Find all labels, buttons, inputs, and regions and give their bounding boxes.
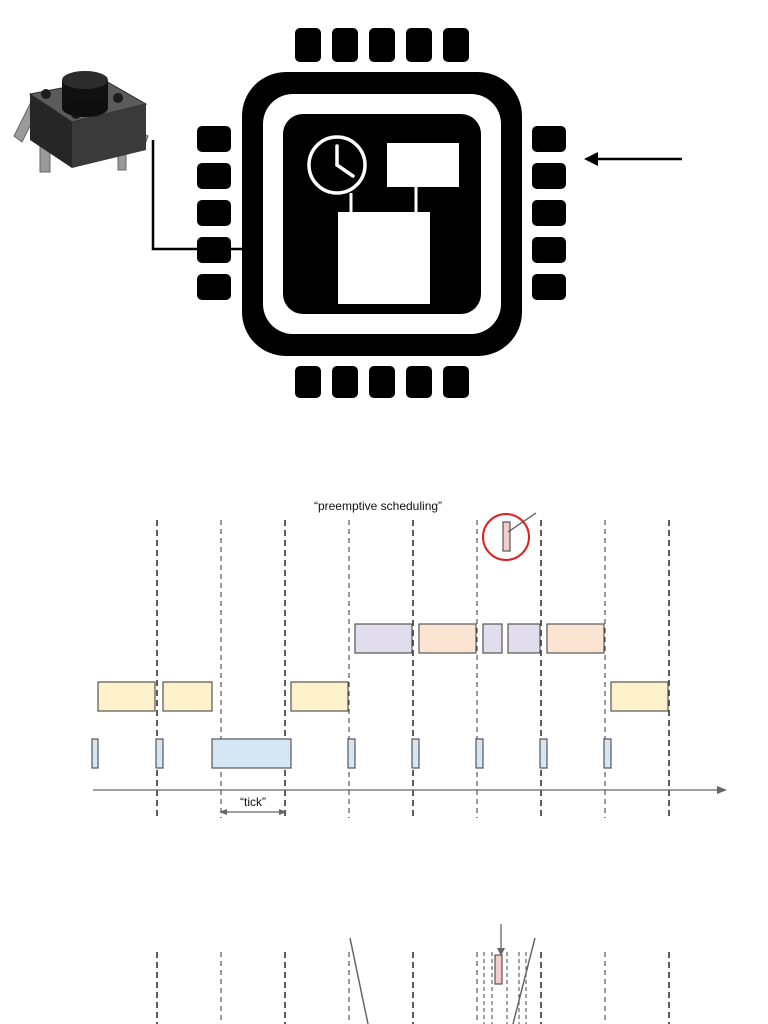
- red-circle-highlight: [482, 513, 530, 561]
- tick-span-indicator: [219, 809, 287, 815]
- microcontroller-chip: [197, 28, 566, 398]
- interrupt-pointer: [507, 512, 537, 533]
- task-bar: [91, 738, 99, 769]
- task-bar: [211, 738, 292, 769]
- tick-label: “tick”: [240, 795, 266, 809]
- arrow-down-icon: [497, 948, 505, 956]
- task-bar: [475, 738, 484, 769]
- task-row-low: [91, 738, 612, 769]
- task-bar: [539, 738, 548, 769]
- preemptive-scheduling-label: “preemptive scheduling”: [314, 499, 442, 513]
- task-bar: [610, 681, 669, 712]
- zoom-line-left: [349, 937, 369, 1024]
- task-row-high: [354, 623, 605, 654]
- task-bar: [482, 623, 503, 654]
- arrow-left-icon: [584, 152, 682, 166]
- peripheral-block: [387, 143, 459, 187]
- task-bar: [162, 681, 213, 712]
- task-bar: [97, 681, 156, 712]
- task-bar: [418, 623, 477, 654]
- interrupt-task-bar: [494, 954, 503, 985]
- task-bar: [155, 738, 164, 769]
- task-bar: [411, 738, 420, 769]
- sub-tick-lines: [483, 952, 527, 1024]
- task-bar: [290, 681, 349, 712]
- zoom-line-right: [512, 937, 536, 1024]
- task-bar: [347, 738, 356, 769]
- tick-lines: [156, 520, 670, 818]
- task-bar: [354, 623, 413, 654]
- clock-icon: [307, 135, 367, 195]
- tick-lines-lower: [156, 952, 670, 1024]
- task-bar: [603, 738, 612, 769]
- task-bar: [507, 623, 541, 654]
- tactile-button: [13, 71, 149, 173]
- task-bar: [546, 623, 605, 654]
- task-row-mid: [97, 681, 669, 712]
- time-axis: [93, 786, 727, 794]
- interrupt-task-bar: [502, 521, 511, 552]
- core-block: [338, 212, 430, 304]
